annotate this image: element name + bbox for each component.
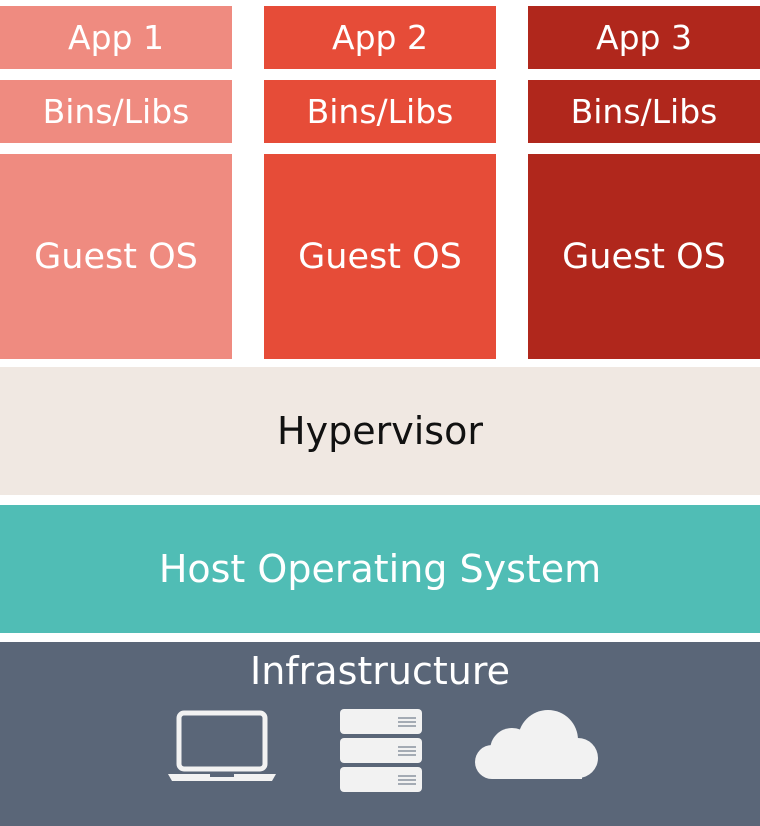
vm2-bins-libs: Bins/Libs <box>264 80 496 143</box>
vm1-guest-os: Guest OS <box>0 154 232 359</box>
vm1-app: App 1 <box>0 6 232 69</box>
vm3-guest-os: Guest OS <box>528 154 760 359</box>
vm3-app: App 3 <box>528 6 760 69</box>
laptop-icon <box>168 710 276 781</box>
infrastructure-title: Infrastructure <box>249 649 511 693</box>
vm1-bins-libs: Bins/Libs <box>0 80 232 143</box>
cloud-icon <box>475 710 598 779</box>
hypervisor-layer: Hypervisor <box>0 367 760 495</box>
host-os-layer: Host Operating System <box>0 505 760 633</box>
server-rack-icon <box>340 709 422 792</box>
vm3-bins-libs: Bins/Libs <box>528 80 760 143</box>
vm2-app: App 2 <box>264 6 496 69</box>
vm2-guest-os: Guest OS <box>264 154 496 359</box>
